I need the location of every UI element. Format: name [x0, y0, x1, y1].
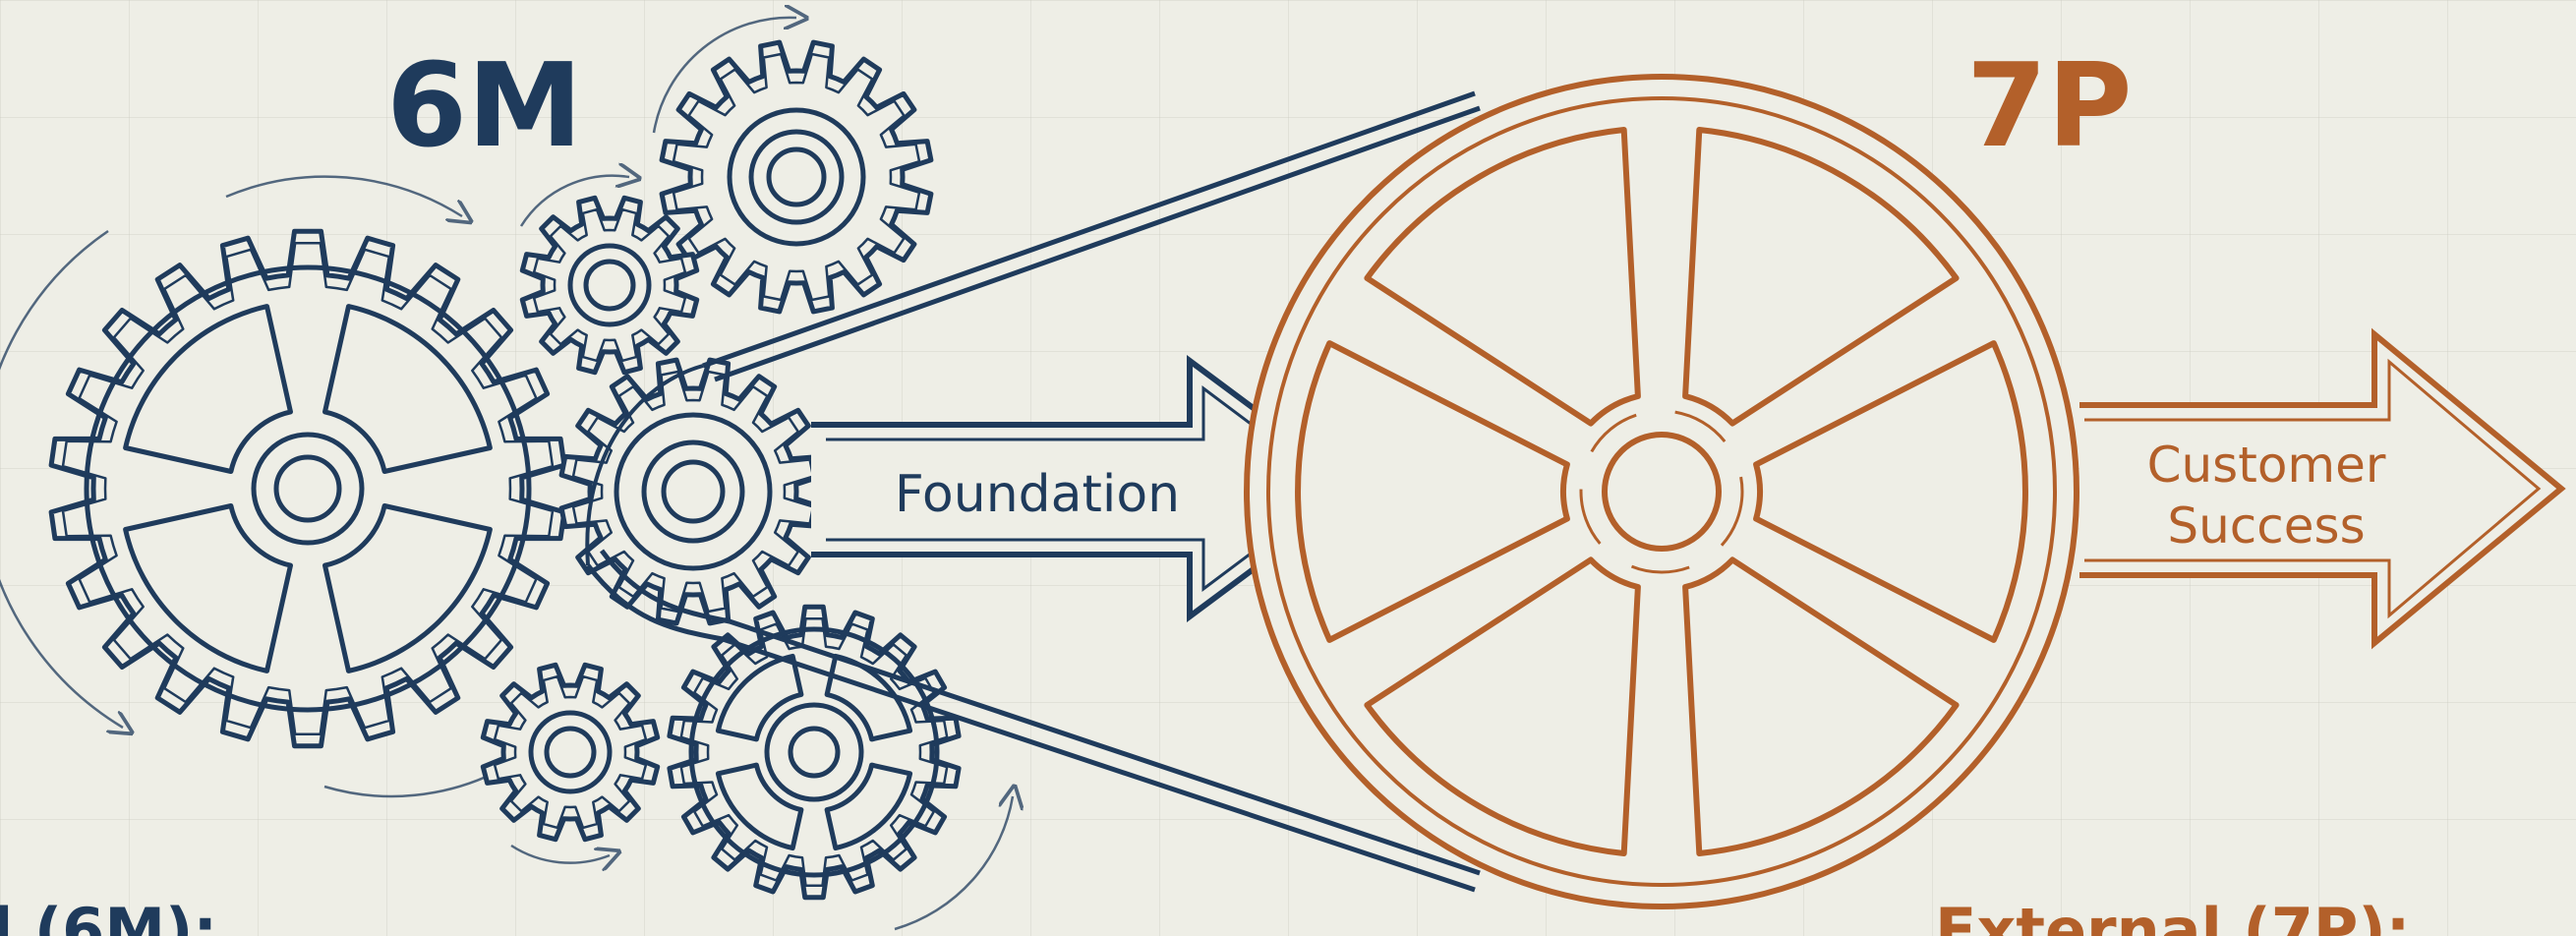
wheel-rim-inner: [1266, 96, 2057, 887]
internal-6m-label: l (6M):: [0, 895, 217, 936]
wheel-hub-arc: [1579, 409, 1744, 574]
customer-success-label-line1: Customer: [2147, 437, 2386, 494]
lower-gear: [667, 604, 962, 901]
drive-belt: [585, 90, 1481, 893]
gear-cluster: [48, 39, 962, 901]
wheel-window: [1753, 340, 2028, 643]
title-6m: 6M: [386, 37, 583, 173]
wheel-window: [1682, 556, 1960, 856]
title-7p: 7P: [1966, 37, 2133, 173]
customer-success-label-line2: Success: [2167, 497, 2365, 555]
wheel-window: [1364, 556, 1641, 856]
large-gear: [48, 228, 567, 749]
wheel-window: [1682, 127, 1960, 427]
drive-gear: [558, 357, 828, 626]
external-7p-label: External (7P):: [1935, 895, 2410, 936]
foundation-label: Foundation: [895, 465, 1180, 524]
top-gear: [659, 39, 934, 315]
wheel-window: [1364, 127, 1641, 427]
customer-success-arrow: Customer Success: [2079, 327, 2566, 650]
wheel-hub: [1602, 432, 1722, 552]
wheel-window: [1295, 340, 1570, 643]
wheel-rim-outer: [1244, 74, 2079, 909]
small-gear-lower: [480, 662, 661, 843]
customer-wheel: [1244, 74, 2079, 909]
small-gear-upper: [519, 195, 700, 376]
